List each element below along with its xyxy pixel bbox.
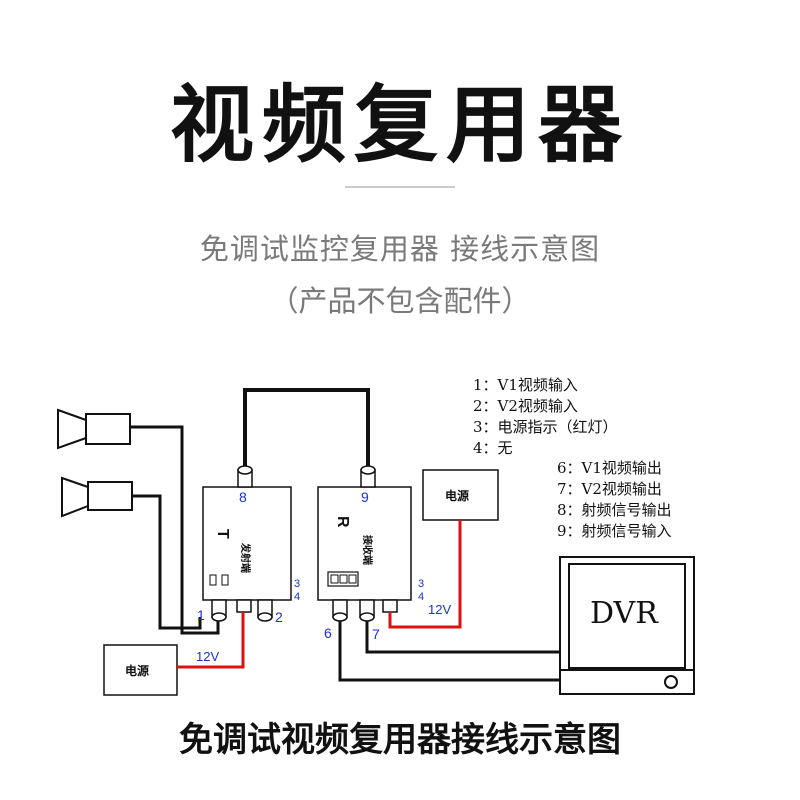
- legend-item: 6：V1视频输出: [557, 459, 662, 477]
- port-1-label: 1: [197, 607, 205, 623]
- video-out-1-cable: [338, 621, 560, 682]
- transmitter-indicator-icon: [209, 574, 229, 586]
- diagram-caption: 免调试视频复用器接线示意图: [179, 720, 621, 760]
- port-3-label-r: 3: [418, 578, 424, 590]
- port-8-label: 8: [239, 489, 247, 505]
- transmitter-unit: [202, 486, 292, 601]
- port-2-label: 2: [275, 609, 283, 625]
- diagram-subtitle: 免调试监控复用器 接线示意图: [199, 232, 601, 266]
- receiver-letter: R: [334, 516, 351, 528]
- video-out-2-cable: [365, 621, 560, 654]
- dvr-label: DVR: [590, 596, 659, 631]
- receiver-voltage-label: 12V: [428, 602, 451, 617]
- receiver-rf-connector: [360, 465, 376, 488]
- transmitter-power-adapter: [103, 644, 178, 696]
- receiver-power-label: 电源: [445, 488, 469, 503]
- transmitter-power-label: 电源: [125, 663, 149, 678]
- receiver-indicator-icon: [327, 571, 359, 587]
- port-4-label-t: 4: [294, 591, 300, 603]
- legend-right: 6：V1视频输出 7：V2视频输出 8：射频信号输出 9：射频信号输入: [557, 459, 672, 540]
- port-7-label: 7: [372, 626, 380, 642]
- legend-item: 2：V2视频输入: [473, 397, 578, 415]
- port-3-label-t: 3: [294, 578, 300, 590]
- receiver-name: 接收端: [361, 535, 374, 565]
- legend-item: 7：V2视频输出: [557, 480, 662, 498]
- dvr-power-button-icon: [664, 675, 678, 689]
- accessories-note: （产品不包含配件）: [269, 284, 531, 318]
- legend-item: 1：V1视频输入: [473, 376, 578, 394]
- transmitter-name: 发射端: [239, 542, 252, 573]
- transmitter-voltage-label: 12V: [196, 649, 219, 664]
- receiver-power-wire: [388, 520, 462, 629]
- port-6-label: 6: [324, 625, 332, 641]
- transmitter-video-ports: [211, 599, 273, 622]
- receiver-video-ports: [332, 599, 398, 622]
- transmitter-power-wire: [177, 612, 245, 669]
- page-title: 视频复用器: [169, 76, 630, 174]
- port-9-label: 9: [361, 489, 369, 505]
- rf-link-cable: [243, 388, 370, 470]
- transmitter-rf-connector: [237, 465, 253, 488]
- legend-item: 8：射频信号输出: [557, 501, 672, 519]
- title-divider: [345, 186, 455, 188]
- port-4-label-r: 4: [418, 591, 424, 603]
- legend-item: 9：射频信号输入: [557, 522, 672, 540]
- legend-item: 3：电源指示（红灯）: [473, 418, 618, 436]
- transmitter-letter: T: [214, 529, 231, 539]
- legend-left: 1：V1视频输入 2：V2视频输入 3：电源指示（红灯） 4：无: [473, 376, 618, 457]
- camera-2-cable: [132, 494, 202, 630]
- dvr-monitor: [559, 556, 695, 695]
- camera-1-cable: [130, 425, 220, 635]
- camera-2-icon: [61, 476, 133, 518]
- camera-1-icon: [57, 408, 131, 450]
- legend-item: 4：无: [473, 439, 513, 457]
- receiver-power-adapter: [422, 469, 499, 521]
